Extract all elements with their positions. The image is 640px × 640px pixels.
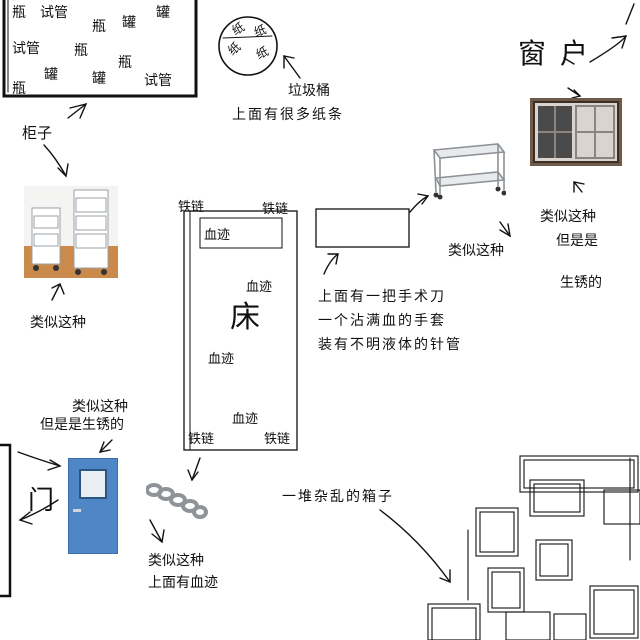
bed-blood-mark: 血迹: [204, 228, 231, 243]
tray-note-line2: 一个沾满血的手套: [318, 313, 446, 329]
steel-cart-icon: [432, 143, 507, 200]
shelf-cart-label: 类似这种: [30, 315, 86, 331]
trash-note: 上面有很多纸条: [232, 107, 344, 123]
bed-chain-top-left: 铁链: [178, 200, 205, 215]
bed-blood-mark: 血迹: [208, 352, 235, 367]
cabinet-item-tube: 试管: [12, 41, 40, 57]
steel-cart-label: 类似这种: [448, 243, 504, 259]
trash-label: 垃圾桶: [288, 83, 330, 99]
chain-note-line1: 类似这种: [148, 553, 204, 569]
bed-blood-mark: 血迹: [232, 412, 259, 427]
cabinet-item-jar: 罐: [156, 5, 170, 21]
cabinet-item-tube: 试管: [40, 5, 68, 21]
bed-chain-bottom-right: 铁链: [264, 432, 291, 447]
cabinet-item-bottle: 瓶: [92, 19, 106, 35]
window-note-line1: 类似这种: [540, 209, 596, 225]
shelf-cart-photo: [24, 186, 118, 278]
window-icon: [533, 101, 619, 163]
door-window: [79, 469, 107, 499]
boxes-label: 一堆杂乱的箱子: [282, 489, 394, 505]
tray-note-line3: 装有不明液体的针管: [318, 337, 462, 353]
door-handle-icon: [73, 509, 81, 512]
bed-chain-bottom-left: 铁链: [188, 432, 215, 447]
door-label: 门: [28, 486, 55, 516]
window-note-line3: 生锈的: [560, 275, 602, 291]
chain-icon: [145, 483, 208, 519]
window-title: 窗户: [518, 37, 603, 70]
window-note-line2: 但是是: [556, 233, 598, 249]
cabinet-item-tube: 试管: [144, 73, 172, 89]
tray-note-line1: 上面有一把手术刀: [318, 289, 446, 305]
door-note-line2: 但是是生锈的: [40, 417, 124, 433]
door-note-line1: 类似这种: [72, 399, 128, 415]
cabinet-item-jar: 罐: [92, 71, 106, 87]
bed-label: 床: [230, 300, 260, 335]
chain-photo: [145, 480, 208, 520]
cabinet-item-bottle: 瓶: [12, 5, 26, 21]
door-photo: [68, 458, 118, 554]
cabinet-label: 柜子: [22, 124, 53, 142]
steel-cart-photo: [428, 142, 507, 200]
cabinet-item-jar: 罐: [122, 15, 136, 31]
cabinet-item-bottle: 瓶: [12, 81, 26, 97]
cabinet-item-bottle: 瓶: [118, 55, 132, 71]
window-photo: [530, 98, 622, 166]
bed-chain-top-right: 铁链: [262, 202, 289, 217]
bed-blood-mark: 血迹: [246, 280, 273, 295]
cabinet-item-jar: 罐: [44, 67, 58, 83]
shelf-cart-icon: [24, 189, 118, 278]
chain-note-line2: 上面有血迹: [148, 575, 218, 591]
cabinet-item-bottle: 瓶: [74, 43, 88, 59]
